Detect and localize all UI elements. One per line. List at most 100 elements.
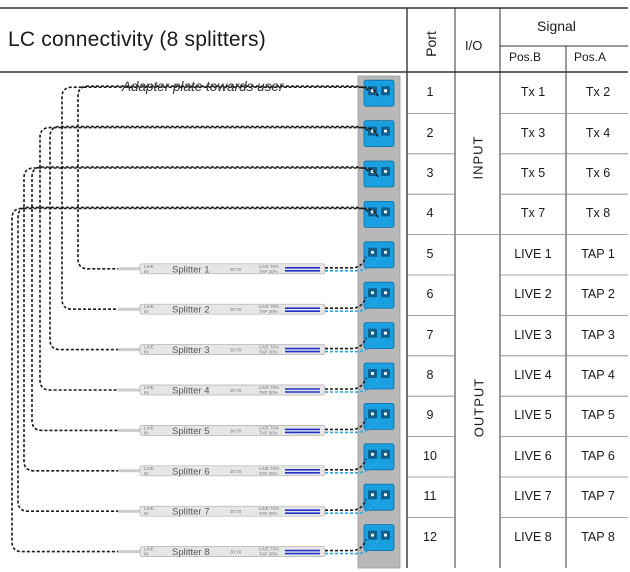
adapter-ferrule — [370, 291, 375, 295]
splitter-name: Splitter 2 — [172, 305, 210, 316]
pos-a-signal: TAP 6 — [581, 448, 615, 463]
signal-column-header: Signal — [537, 18, 576, 34]
splitter-name: Splitter 5 — [172, 426, 210, 437]
pos-b-signal: Tx 3 — [520, 125, 546, 140]
splitter-live-out-label: LIVE 70% — [259, 506, 279, 511]
splitter-live-in-label: IN — [144, 390, 149, 395]
splitter-live-in-label: LIVE — [144, 304, 154, 309]
tap-fiber — [325, 297, 379, 312]
tap-fiber — [325, 378, 379, 393]
splitter-ratio-label: 30:70 — [230, 388, 242, 393]
adapter-ferrule — [383, 250, 388, 254]
pos-b-column-header: Pos.B — [509, 50, 542, 64]
splitter-body — [139, 303, 326, 315]
splitter-tap-out-label: TAP 30% — [259, 309, 278, 314]
port-number: 5 — [426, 246, 434, 261]
splitter-tap-out-label: TAP 30% — [259, 350, 278, 355]
pos-a-signal: TAP 2 — [581, 287, 615, 302]
live-fiber — [325, 458, 367, 471]
pos-b-signal: LIVE 8 — [514, 529, 552, 544]
port-number: 3 — [426, 166, 434, 180]
tap-fiber — [325, 540, 379, 555]
splitter-name: Splitter 8 — [172, 547, 210, 558]
port-number: 1 — [426, 85, 434, 100]
live-fiber — [325, 539, 367, 552]
adapter-plate-label: Adapter plate towards user — [122, 79, 284, 94]
pos-a-signal: TAP 4 — [581, 368, 615, 382]
output-group-label: OUTPUT — [471, 377, 487, 438]
live-fiber — [325, 296, 367, 309]
splitter-body — [139, 546, 326, 557]
tap-fiber — [325, 257, 379, 272]
port-number: 2 — [426, 125, 434, 140]
splitter-body — [139, 384, 326, 396]
splitter-live-in-label: LIVE — [144, 506, 154, 511]
splitter-live-out-label: LIVE 70% — [259, 466, 279, 471]
live-fiber — [325, 498, 367, 511]
splitter-name: Splitter 4 — [172, 386, 210, 397]
pos-a-signal: TAP 3 — [581, 327, 615, 342]
splitter-body — [139, 425, 326, 436]
adapter-ferrule — [370, 452, 375, 456]
splitter-name: Splitter 6 — [172, 466, 210, 477]
tap-fiber — [325, 418, 379, 434]
adapter-ferrule — [370, 250, 375, 254]
splitter-name: Splitter 1 — [172, 264, 210, 275]
pos-a-signal: TAP 5 — [581, 408, 615, 423]
input-fiber — [61, 86, 379, 310]
pos-b-signal: Tx 5 — [520, 166, 546, 180]
splitter-body — [139, 344, 326, 355]
live-fiber — [325, 337, 367, 350]
adapter-ferrule — [370, 493, 375, 497]
pos-b-signal: LIVE 7 — [514, 489, 552, 504]
pos-b-signal: LIVE 2 — [514, 287, 552, 302]
live-fiber — [325, 256, 367, 269]
port-number: 11 — [423, 489, 437, 504]
port-number: 10 — [423, 448, 437, 463]
adapter-ferrule — [383, 291, 388, 295]
splitter-live-out-label: LIVE 70% — [259, 264, 279, 269]
splitter-ratio-label: 30:70 — [230, 267, 242, 272]
splitter-live-in-label: LIVE — [144, 425, 154, 430]
pos-a-column-header: Pos.A — [574, 50, 607, 64]
pos-a-signal: TAP 1 — [581, 246, 615, 261]
pos-b-signal: LIVE 5 — [514, 408, 552, 423]
splitter-body — [139, 263, 326, 275]
splitter-tap-out-label: TAP 30% — [259, 269, 278, 274]
pos-a-signal: TAP 7 — [581, 489, 615, 504]
port-number: 6 — [426, 287, 434, 302]
port-number: 7 — [426, 327, 434, 342]
adapter-ferrule — [383, 371, 388, 376]
pos-a-signal: Tx 2 — [585, 85, 611, 100]
splitter-live-in-label: IN — [144, 309, 149, 314]
io-column-header: I/O — [465, 38, 483, 53]
port-number: 4 — [426, 206, 434, 221]
splitter-body — [139, 505, 326, 517]
adapter-ferrule — [383, 169, 388, 174]
splitter-live-in-label: LIVE — [144, 264, 154, 269]
input-fiber — [23, 167, 379, 472]
port-number: 8 — [426, 368, 434, 382]
pos-b-signal: Tx 7 — [520, 206, 546, 221]
splitter-live-out-label: LIVE 70% — [259, 345, 279, 350]
splitter-ratio-label: 30:70 — [230, 509, 242, 514]
splitter-ratio-label: 30:70 — [230, 348, 242, 353]
input-group-label: INPUT — [470, 135, 486, 180]
adapter-ferrule — [383, 533, 388, 537]
pos-b-signal: LIVE 6 — [514, 448, 552, 463]
adapter-ferrule — [383, 89, 388, 93]
port-number: 12 — [423, 529, 437, 544]
splitter-live-in-label: IN — [144, 350, 149, 355]
pos-b-signal: LIVE 4 — [514, 368, 552, 382]
adapter-ferrule — [383, 493, 388, 497]
adapter-ferrule — [370, 533, 375, 537]
splitter-live-in-label: LIVE — [144, 385, 154, 390]
adapter-ferrule — [383, 210, 388, 214]
live-fiber — [325, 418, 367, 431]
splitter-live-out-label: LIVE 70% — [259, 547, 279, 552]
adapter-ferrule — [383, 129, 388, 133]
tap-fiber — [325, 459, 379, 474]
pos-a-signal: TAP 8 — [581, 529, 615, 544]
input-fiber — [77, 85, 369, 270]
splitter-ratio-label: 30:70 — [230, 469, 242, 474]
